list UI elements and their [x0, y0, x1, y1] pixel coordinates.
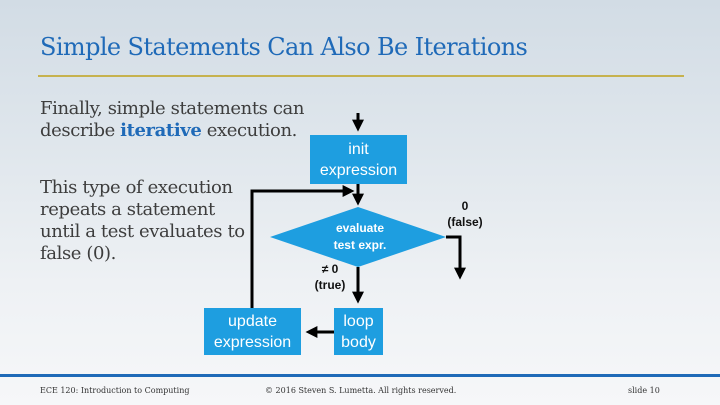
paragraph-iterative: Finally, simple statements can describe … [40, 98, 320, 142]
true-label: ≠ 0 (true) [314, 262, 346, 292]
paragraph-repeat: This type of execution repeats a stateme… [40, 177, 245, 264]
paragraph-1-end: execution. [201, 120, 298, 141]
keyword-iterative: iterative [120, 120, 202, 141]
footer-course: ECE 120: Introduction to Computing [40, 386, 190, 395]
title-divider [38, 75, 684, 77]
decision-diamond [270, 207, 446, 267]
footer-slide-number: slide 10 [628, 386, 660, 395]
slide-title: Simple Statements Can Also Be Iterations [40, 33, 528, 61]
init-expression-box: init expression [310, 135, 407, 184]
evaluate-test-label: evaluate test expr. [333, 221, 387, 252]
update-expression-box: update expression [204, 308, 301, 355]
loop-body-box: loop body [334, 308, 383, 355]
update-loop-back-arrow [250, 185, 355, 308]
false-exit-arrow [446, 235, 466, 280]
paragraph-1-text: Finally, simple statements can describe [40, 98, 305, 141]
false-label: 0 (false) [447, 199, 483, 229]
footer-copyright: © 2016 Steven S. Lumetta. All rights res… [265, 386, 457, 395]
footer-divider [0, 374, 720, 377]
